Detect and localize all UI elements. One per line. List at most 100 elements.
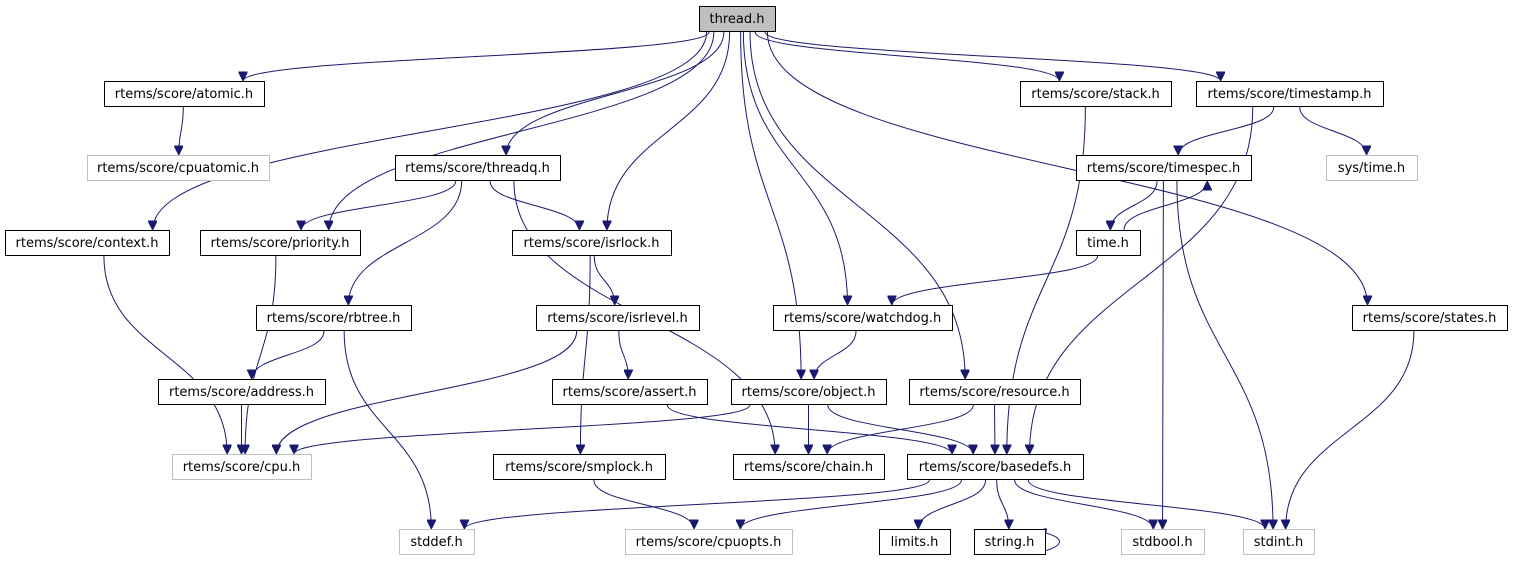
node-box [879, 529, 951, 555]
node-stack[interactable]: rtems/score/stack.h [1020, 81, 1172, 107]
node-smplock[interactable]: rtems/score/smplock.h [493, 454, 666, 480]
edge-thread-to-stack [754, 31, 1059, 81]
edge-path [607, 31, 731, 230]
edge-thread-to-priority [329, 31, 715, 230]
edge-path [618, 330, 628, 379]
node-stdint: stdint.h [1243, 529, 1315, 555]
node-isrlevel[interactable]: rtems/score/isrlevel.h [536, 305, 700, 331]
node-label: rtems/score/rbtree.h [267, 311, 401, 326]
node-box [5, 230, 170, 256]
edge-path [276, 330, 578, 454]
edge-basedefs-to-stddef [464, 479, 930, 529]
node-label: rtems/score/isrlevel.h [547, 311, 688, 326]
edge-path [294, 404, 751, 454]
node-isrlock[interactable]: rtems/score/isrlock.h [512, 230, 672, 256]
node-box [625, 529, 793, 555]
node-resource[interactable]: rtems/score/resource.h [909, 379, 1081, 405]
edge-path [666, 404, 952, 454]
node-label: rtems/score/states.h [1363, 311, 1497, 326]
edge-path [1110, 180, 1158, 230]
node-label: rtems/score/context.h [16, 236, 159, 251]
edge-isrlock-to-smplock [580, 255, 591, 454]
edge-basedefs-to-stdbool [1014, 479, 1154, 529]
node-label: rtems/score/atomic.h [115, 87, 253, 102]
edge-thread-to-watchdog [742, 31, 847, 305]
node-label: time.h [1087, 236, 1129, 251]
edge-path [742, 31, 847, 305]
node-thread[interactable]: thread.h [699, 6, 776, 32]
edge-path [593, 255, 614, 305]
node-box [200, 230, 361, 256]
edge-path [754, 31, 1059, 81]
edge-threadq-to-priority [301, 180, 457, 230]
edge-path [918, 479, 987, 529]
node-label: rtems/score/timestamp.h [1207, 87, 1371, 102]
node-label: stdint.h [1254, 535, 1303, 550]
node-label: rtems/score/assert.h [563, 385, 697, 400]
node-box [907, 454, 1084, 480]
node-timespec[interactable]: rtems/score/timespec.h [1076, 155, 1252, 181]
edge-path [892, 255, 1099, 305]
node-basedefs[interactable]: rtems/score/basedefs.h [907, 454, 1084, 480]
node-watchdog[interactable]: rtems/score/watchdog.h [773, 305, 953, 331]
node-object[interactable]: rtems/score/object.h [731, 379, 887, 405]
edge-path [179, 106, 184, 155]
edge-thread-to-timestamp [764, 31, 1221, 81]
node-box [172, 454, 312, 480]
node-rbtree[interactable]: rtems/score/rbtree.h [256, 305, 412, 331]
node-context[interactable]: rtems/score/context.h [5, 230, 170, 256]
edge-path [1286, 330, 1415, 529]
edge-atomic-to-cpuatomic [179, 106, 184, 155]
edge-path [153, 31, 708, 230]
node-time[interactable]: time.h [1076, 230, 1141, 256]
node-box [773, 305, 953, 331]
node-box [909, 379, 1081, 405]
edge-path [464, 479, 930, 529]
edge-thread-to-resource [749, 31, 965, 379]
node-label: string.h [985, 535, 1035, 550]
node-box [1196, 81, 1384, 107]
node-label: thread.h [710, 12, 765, 27]
edge-path [749, 31, 965, 379]
node-timestamp[interactable]: rtems/score/timestamp.h [1196, 81, 1384, 107]
node-cpuatomic: rtems/score/cpuatomic.h [87, 155, 270, 181]
node-label: rtems/score/cpu.h [183, 460, 301, 475]
edge-priority-to-cpu [245, 255, 277, 454]
node-box [1243, 529, 1315, 555]
node-label: rtems/score/isrlock.h [524, 236, 660, 251]
node-label: rtems/score/stack.h [1031, 87, 1159, 102]
edge-path [1027, 479, 1265, 529]
node-label: rtems/score/object.h [742, 385, 876, 400]
node-atomic[interactable]: rtems/score/atomic.h [104, 81, 265, 107]
node-label: rtems/score/threadq.h [405, 161, 550, 176]
node-address[interactable]: rtems/score/address.h [158, 379, 326, 405]
node-threadq[interactable]: rtems/score/threadq.h [395, 155, 561, 181]
edge-path [329, 31, 715, 230]
edge-path [301, 180, 457, 230]
edge-path [827, 404, 974, 454]
edge-path [489, 180, 579, 230]
edge-isrlock-to-isrlevel [593, 255, 614, 305]
edge-thread-to-atomic [243, 31, 710, 81]
edge-thread-to-isrlock [607, 31, 731, 230]
edge-thread-to-context [153, 31, 708, 230]
node-box [974, 529, 1046, 555]
node-chain[interactable]: rtems/score/chain.h [733, 454, 885, 480]
node-box [1121, 529, 1205, 555]
node-box [256, 305, 412, 331]
edge-path [1163, 180, 1164, 529]
node-states[interactable]: rtems/score/states.h [1352, 305, 1508, 331]
edge-path [348, 180, 463, 305]
edge-assert-to-basedefs [666, 404, 952, 454]
edge-resource-to-chain [827, 404, 974, 454]
edge-timestamp-to-systime [1299, 106, 1367, 155]
node-priority[interactable]: rtems/score/priority.h [200, 230, 361, 256]
node-assert[interactable]: rtems/score/assert.h [552, 379, 708, 405]
node-box [104, 81, 265, 107]
node-limits[interactable]: limits.h [879, 529, 951, 555]
node-string[interactable]: string.h [974, 529, 1046, 555]
edge-path [1123, 181, 1207, 231]
node-box [1352, 305, 1508, 331]
node-stddef: stddef.h [399, 529, 475, 555]
